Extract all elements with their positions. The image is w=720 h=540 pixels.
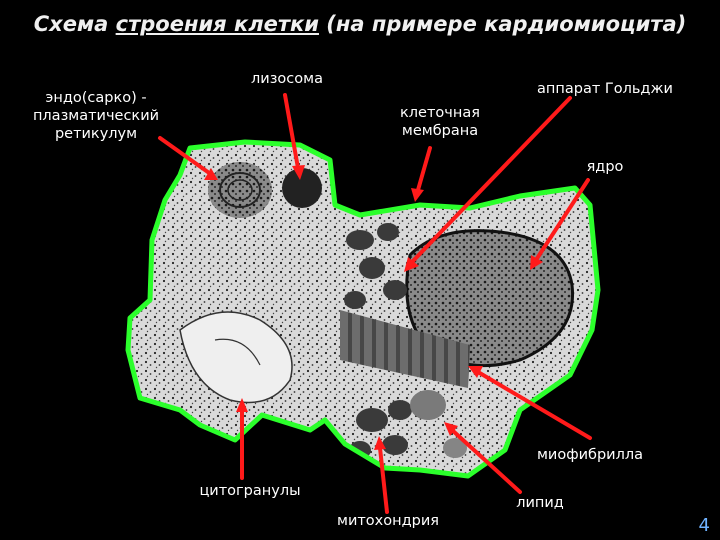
- arrow-er: [158, 136, 218, 180]
- label-lysosome: лизосома: [251, 71, 323, 87]
- arrow-cytogranules: [236, 398, 248, 480]
- lysosome-body: [282, 168, 322, 208]
- label-golgi: аппарат Гольджи: [537, 81, 673, 97]
- mitochondria-cluster: [344, 223, 412, 459]
- arrow-lipid: [444, 422, 522, 494]
- label-myofibril: миофибрилла: [536, 447, 644, 463]
- myofibril-band: [340, 310, 470, 388]
- page-number: 4: [698, 515, 710, 536]
- label-membrane: клеточная мембрана: [400, 105, 480, 139]
- arrow-myofibril: [468, 366, 592, 440]
- arrow-lysosome: [283, 93, 305, 180]
- arrow-nucleus: [530, 178, 590, 270]
- title-underlined: строения клетки: [115, 12, 319, 36]
- label-nucleus: ядро: [586, 159, 624, 175]
- label-lipid: липид: [516, 495, 564, 511]
- slide-title: Схема строения клетки (на примере кардио…: [0, 12, 720, 36]
- cell-outline: [125, 139, 601, 479]
- label-mitochondrion: митохондрия: [337, 513, 439, 529]
- lipid-droplet: [410, 390, 446, 420]
- arrow-golgi: [404, 96, 572, 272]
- label-er: эндо(сарко) - плазматический ретикулум: [32, 90, 160, 142]
- title-prefix: Схема: [33, 12, 116, 36]
- title-suffix: (на примере кардиомиоцита): [318, 12, 687, 36]
- label-cytogranules: цитогранулы: [199, 483, 301, 499]
- arrow-mitochondrion: [374, 436, 389, 514]
- arrow-membrane-up: [411, 146, 432, 202]
- cell-micrograph: [128, 142, 598, 476]
- er-whorl: [208, 162, 272, 218]
